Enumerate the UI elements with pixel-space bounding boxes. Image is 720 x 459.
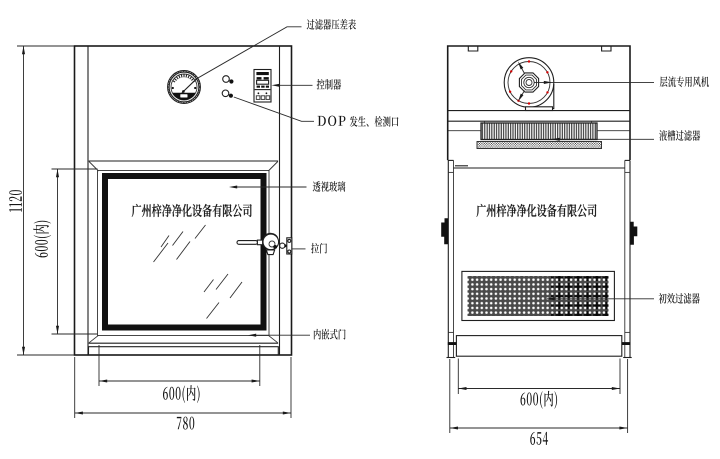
dim-text-inner-depth: 600(内) <box>520 390 558 409</box>
dim-text-654: 654 <box>530 431 549 445</box>
label-gel-filter: 液槽过滤器 <box>659 130 701 141</box>
dim-inner-height: 600(内) <box>33 168 98 335</box>
handle-bar <box>236 240 259 245</box>
fan-hub <box>518 72 540 93</box>
side-middle-body <box>441 159 638 358</box>
dim-text-inner-height: 600(内) <box>33 220 52 258</box>
dop-ports <box>221 75 234 98</box>
glass-reflection-hatches <box>153 224 243 319</box>
fan-red-dots <box>508 60 549 105</box>
controller-panel <box>253 68 272 103</box>
side-top-bracket-right <box>601 46 612 52</box>
label-primary-filter: 初效过滤器 <box>658 293 700 304</box>
label-inset-door: 内嵌式门 <box>313 328 346 340</box>
dim-text-780: 780 <box>176 416 195 430</box>
side-top-bracket-left <box>467 46 479 52</box>
side-view: 广州梓净净化设备有限公司 层流专用风机 液槽过滤器 初效过滤器 <box>441 45 709 359</box>
dimensions: 1120 600(内) 600(内) 780 600(内) 654 <box>9 45 629 445</box>
controller-display <box>256 79 270 85</box>
svg-text:初效过滤器: 初效过滤器 <box>659 302 660 304</box>
label-pull-door: 拉门 <box>311 242 327 254</box>
front-view: 广州梓净净化设备有限公司 过滤器压差表 控制器 DOP 发生、检测口 透视玻璃 … <box>73 18 399 356</box>
side-upper-box <box>446 45 631 160</box>
prefilter-frame <box>461 270 615 322</box>
front-callout-leaders <box>196 26 314 337</box>
label-pressure-gauge: 过滤器压差表 <box>306 18 356 30</box>
glass-frame <box>102 173 267 331</box>
fan-foot <box>524 106 554 112</box>
svg-text:600(内): 600(内) <box>182 398 183 400</box>
front-company-name: 广州梓净净化设备有限公司 <box>131 203 252 218</box>
door-opening <box>88 160 279 344</box>
hepa-filter <box>448 121 630 149</box>
controller-top-bar <box>256 72 269 76</box>
svg-text:600(内): 600(内) <box>539 404 540 406</box>
pressure-gauge <box>167 70 201 104</box>
base-recess-panel <box>455 335 623 357</box>
side-company-name: 广州梓净净化设备有限公司 <box>476 203 597 218</box>
dim-inner-width-front: 600(内) <box>98 345 261 404</box>
hepa-pleats <box>480 122 598 141</box>
dim-overall-height: 1120 <box>9 45 74 356</box>
leader-pressure-gauge <box>196 26 302 80</box>
label-fan: 层流专用风机 <box>659 76 709 88</box>
side-base <box>446 335 632 359</box>
side-callout-leaders <box>534 80 654 301</box>
door-handle <box>236 232 293 256</box>
svg-text:拉门: 拉门 <box>311 251 312 253</box>
label-controller: 控制器 <box>316 79 342 90</box>
label-viewing-glass: 透视玻璃 <box>312 181 346 192</box>
primary-filter <box>461 270 615 322</box>
dim-overall-width: 780 <box>74 357 292 430</box>
gauge-right-dot <box>194 86 197 90</box>
viewing-glass <box>102 173 267 331</box>
side-latch-left <box>441 218 448 245</box>
laminar-fan <box>503 57 555 112</box>
gauge-window <box>180 94 188 98</box>
gauge-ticks <box>172 74 196 83</box>
gauge-left-dot <box>171 86 174 90</box>
fan-rotation-arrows <box>516 60 525 103</box>
dim-text-1120: 1120 <box>9 190 23 212</box>
dim-text-inner-width-front: 600(内) <box>162 385 200 404</box>
handle-catch <box>265 249 276 256</box>
door-leaf-edge <box>97 170 270 336</box>
dim-overall-depth: 654 <box>449 359 629 445</box>
leader-dop <box>233 96 314 122</box>
dim-inner-depth-side: 600(内) <box>457 358 621 409</box>
gel-seal-trough <box>476 141 602 149</box>
label-dop-text: 发生、检测口 <box>349 116 399 127</box>
front-base-band <box>87 346 279 356</box>
prefilter-mesh-dense <box>551 276 609 316</box>
label-dop-code: DOP <box>317 115 346 127</box>
gauge-pivot <box>182 90 185 93</box>
svg-text:600(内): 600(内) <box>46 238 48 239</box>
side-latch-right <box>630 221 638 245</box>
handle-plate <box>286 237 293 255</box>
